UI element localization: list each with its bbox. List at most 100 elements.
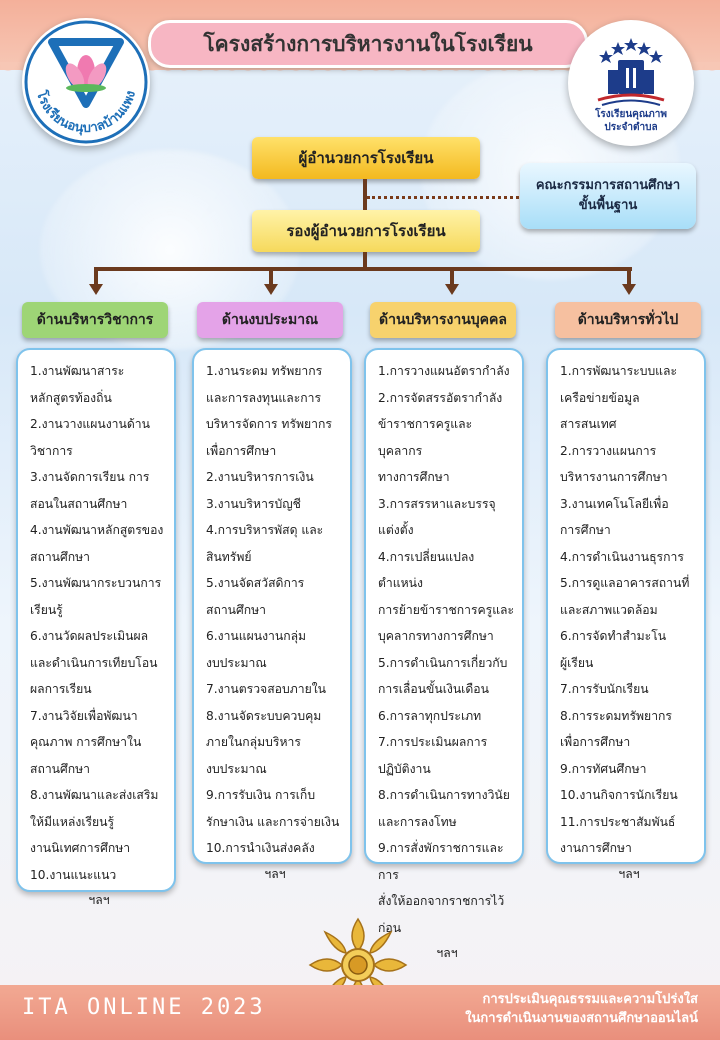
committee-box: คณะกรรมการสถานศึกษา ขั้นพื้นฐาน [520,163,696,229]
list-item: เพื่อการศึกษา [560,735,631,749]
list-item: 5.งานจัดสวัสดิการ [206,576,305,590]
dept-budget-header: ด้านงบประมาณ [197,302,343,338]
list-item: บุคลากรทางการศึกษา [378,629,494,643]
list-item: 2.การวางแผนการ [560,443,657,458]
list-item: 4.การเปลี่ยนแปลงตำแหน่ง [378,549,475,591]
list-item: 4.งานพัฒนาหลักสูตรของ [30,523,164,537]
list-item: 7.งานตรวจสอบภายใน [206,682,326,696]
list-item: 11.การประชาสัมพันธ์ [560,814,676,829]
list-item: 10.งานกิจการนักเรียน [560,788,678,802]
connector-director-deputy [363,179,367,210]
director-box: ผู้อำนวยการโรงเรียน [252,137,480,179]
list-item: 8.งานพัฒนาและส่งเสริม [30,788,159,802]
list-item: สถานศึกษา [206,602,266,617]
list-item: รักษาเงิน และการจ่ายเงิน [206,814,340,829]
list-item: 3.งานบริหารบัญชี [206,496,301,511]
arrow-icon [264,284,278,295]
list-item: สอนในสถานศึกษา [30,496,128,511]
list-item: ผู้เรียน [560,655,594,670]
quality-school-caption: โรงเรียนคุณภาพ ประจำตำบล [595,109,667,133]
list-item: การเลื่อนขั้นเงินเดือน [378,682,489,696]
list-item: ปฏิบัติงาน [378,761,431,776]
list-item: หลักสูตรท้องถิ่น [30,390,112,405]
page-title-text: โครงสร้างการบริหารงานในโรงเรียน [203,32,533,56]
list-item: และดำเนินการเทียบโอน [30,655,158,670]
list-item: ผลการเรียน [30,682,92,696]
list-item: และการลงโทษ [378,814,457,829]
list-item: งบประมาณ [206,655,267,670]
list-item: 8.การดำเนินการทางวินัย [378,788,510,802]
list-item: การย้ายข้าราชการครูและ [378,602,515,617]
list-item: งานนิเทศการศึกษา [30,841,131,855]
list-item: 2.งานวางแผนงานด้าน [30,417,150,431]
dept-academic-header: ด้านบริหารวิชาการ [22,302,168,338]
connector-drop-4 [627,267,631,285]
list-item: งบประมาณ [206,761,267,776]
list-item: 10.การนำเงินส่งคลัง [206,841,315,855]
list-item: ทางการศึกษา [378,470,450,484]
list-item: 1.งานพัฒนาสาระ [30,364,125,378]
list-item: และสภาพแวดล้อม [560,602,658,617]
list-item: 8.งานจัดระบบควบคุม [206,708,322,723]
list-item: เพื่อการศึกษา [206,443,277,458]
list-item: งานการศึกษา [560,841,632,855]
list-item: 4.การบริหารพัสดุ และ [206,523,324,537]
list-item: การศึกษา [560,523,611,537]
deputy-box: รองผู้อำนวยการโรงเรียน [252,210,480,252]
quality-school-logo-icon [597,38,665,106]
list-item: 2.งานบริหารการเงิน [206,470,314,484]
connector-drop-3 [450,267,454,285]
list-item: สถานศึกษา [30,549,90,564]
connector-drop-1 [94,267,98,285]
school-logo: โรงเรียนอนุบาลบ้านแพง [22,18,150,146]
school-logo-icon: โรงเรียนอนุบาลบ้านแพง [24,20,148,144]
list-item: 3.งานจัดการเรียน การ [30,470,150,484]
ita-online-label: ITA ONLINE 2023 [22,995,266,1020]
list-item: 7.งานวิจัยเพื่อพัฒนา [30,708,138,723]
list-item: 6.การลาทุกประเภท [378,708,482,723]
list-item: 6.การจัดทำสำมะโน [560,629,667,643]
list-item: สารสนเทศ [560,417,617,431]
dept-personnel-card: 1.การวางแผนอัตรากำลัง 2.การจัดสรรอัตรากำล… [364,348,524,960]
list-item: 1.การพัฒนาระบบและ [560,364,678,378]
quality-school-logo: โรงเรียนคุณภาพ ประจำตำบล [568,20,694,146]
connector-committee [367,196,519,199]
dept-general-header: ด้านบริหารทั่วไป [555,302,701,338]
list-item: และการลงทุนและการ [206,390,322,405]
list-item: แต่งตั้ง [378,523,414,537]
list-item: สถานศึกษา [30,761,90,776]
list-item: 3.งานเทคโนโลยีเพื่อ [560,496,669,511]
list-item: 9.การรับเงิน การเก็บ [206,788,316,802]
list-item: 1.งานระดม ทรัพยากร [206,364,323,378]
list-item: 9.การทัศนศึกษา [560,761,647,776]
list-item: 1.การวางแผนอัตรากำลัง [378,364,510,378]
list-item: คุณภาพ การศึกษาใน [30,735,142,749]
assessment-caption: การประเมินคุณธรรมและความโปร่งใส ในการดำเ… [465,992,698,1026]
list-item: บริหารงานการศึกษา [560,470,668,484]
list-item: 2.การจัดสรรอัตรากำลัง [378,390,503,405]
list-item: 9.การสั่งพักราชการและการ [378,841,504,882]
dept-academic-card: 1.งานพัฒนาสาระหลักสูตรท้องถิ่น 2.งานวางแผ… [16,348,176,907]
list-etc: ฯลฯ [436,946,458,960]
page-title: โครงสร้างการบริหารงานในโรงเรียน [148,20,588,68]
list-item: ข้าราชการครูและบุคลากร [378,417,473,458]
list-item: สินทรัพย์ [206,549,252,564]
list-item: 8.การระดมทรัพยากร [560,708,672,723]
list-item: ก่อน [378,920,402,935]
list-item: 4.การดำเนินงานธุรการ [560,549,684,564]
list-item: 3.การสรรหาและบรรจุ [378,496,496,511]
connector-drop-2 [269,267,273,285]
connector-bus [94,267,632,271]
list-item: 5.การดำเนินการเกี่ยวกับ [378,655,508,670]
footer-band [0,985,720,1040]
arrow-icon [445,284,459,295]
list-item: 10.งานแนะแนว [30,867,117,882]
list-etc: ฯลฯ [618,866,640,881]
list-item: เรียนรู้ [30,602,63,617]
dept-personnel-header: ด้านบริหารงานบุคคล [370,302,516,338]
dept-budget-card: 1.งานระดม ทรัพยากรและการลงทุนและการบริหา… [192,348,352,881]
arrow-icon [89,284,103,295]
list-item: ภายในกลุ่มบริหาร [206,735,301,749]
list-item: วิชาการ [30,443,73,458]
list-item: บริหารจัดการ ทรัพยากร [206,417,332,431]
